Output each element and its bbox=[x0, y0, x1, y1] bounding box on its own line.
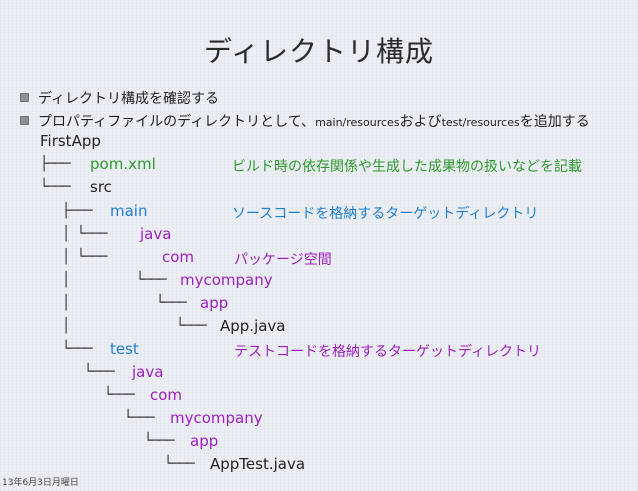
tree-connector: └─── bbox=[136, 272, 167, 288]
tree-connector: │ └─── bbox=[62, 226, 108, 242]
note-com: パッケージ空間 bbox=[234, 252, 332, 268]
tree-node-firstapp: FirstApp bbox=[40, 132, 101, 150]
bullet-square-icon bbox=[20, 116, 29, 125]
note-test: テストコードを格納するターゲットディレクトリ bbox=[234, 344, 542, 360]
tree-node-test-com: com bbox=[150, 386, 183, 404]
bullet-path-test-resources: test/resources bbox=[441, 116, 520, 129]
tree-connector: │ └─── bbox=[62, 249, 108, 265]
tree-connector: │ bbox=[62, 295, 71, 311]
tree-node-app-java: App.java bbox=[220, 317, 286, 335]
bullet-text: ディレクトリ構成を確認する bbox=[38, 91, 220, 107]
tree-node-test-app: app bbox=[190, 432, 219, 450]
slide-footer-date: 13年6月3日月曜日 bbox=[2, 478, 79, 488]
tree-connector: └─── bbox=[164, 456, 195, 472]
tree-node-java: java bbox=[140, 225, 172, 243]
tree-connector: └─── bbox=[124, 410, 155, 426]
tree-node-test-mycompany: mycompany bbox=[170, 409, 263, 427]
tree-connector: └─── bbox=[176, 318, 207, 334]
tree-node-pom-xml: pom.xml bbox=[90, 155, 156, 173]
tree-node-com: com bbox=[162, 248, 195, 266]
tree-node-src: src bbox=[90, 178, 112, 196]
bullet-text-post: を追加する bbox=[519, 114, 590, 130]
tree-node-mycompany: mycompany bbox=[180, 271, 273, 289]
note-pom: ビルド時の依存関係や生成した成果物の扱いなどを記載 bbox=[232, 159, 582, 175]
tree-node-label: FirstApp bbox=[40, 132, 101, 150]
bullet-path-main-resources: main/resources bbox=[315, 116, 400, 129]
tree-connector: └─── bbox=[84, 364, 115, 380]
tree-connector: ├─── bbox=[62, 203, 93, 219]
note-main: ソースコードを格納するターゲットディレクトリ bbox=[232, 206, 539, 222]
tree-node-test: test bbox=[110, 340, 139, 358]
tree-connector: │ bbox=[62, 318, 71, 334]
tree-connector: └─── bbox=[40, 179, 71, 195]
tree-node-apptest-java: AppTest.java bbox=[210, 455, 306, 473]
tree-node-app: app bbox=[200, 294, 229, 312]
bullet-item: ディレクトリ構成を確認する bbox=[20, 88, 220, 108]
slide-title: ディレクトリ構成 bbox=[203, 35, 435, 68]
bullet-text-mid: および bbox=[399, 114, 442, 130]
bullet-text-pre: プロパティファイルのディレクトリとして、 bbox=[38, 114, 316, 130]
tree-connector: └─── bbox=[144, 433, 175, 449]
tree-connector: ├─── bbox=[40, 156, 71, 172]
bullet-square-icon bbox=[20, 93, 29, 102]
tree-connector: └─── bbox=[104, 387, 135, 403]
tree-connector: │ bbox=[62, 272, 71, 288]
tree-connector: └─── bbox=[62, 341, 93, 357]
tree-node-test-java: java bbox=[132, 363, 164, 381]
tree-connector: └─── bbox=[156, 295, 187, 311]
bullet-item: プロパティファイルのディレクトリとして、main/resourcesおよびtes… bbox=[20, 111, 590, 131]
tree-node-main: main bbox=[110, 202, 148, 220]
